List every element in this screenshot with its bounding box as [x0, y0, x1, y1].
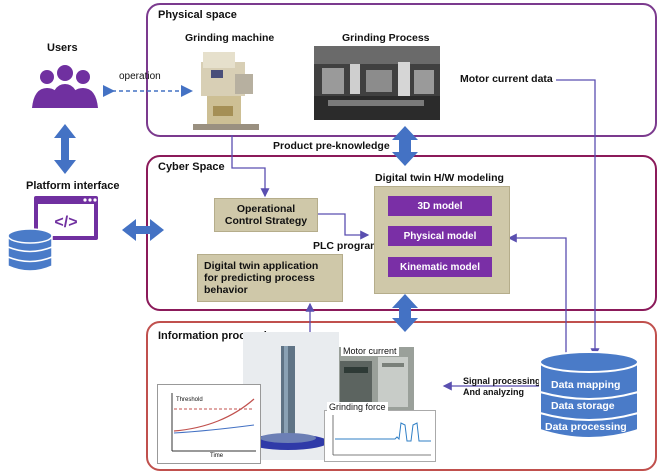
- digital-twin-modeling-title: Digital twin H/W modeling: [375, 172, 504, 184]
- digital-twin-application-box: Digital twin application for predicting …: [197, 254, 343, 302]
- model-3d: 3D model: [388, 196, 492, 216]
- operation-label: operation: [119, 71, 161, 82]
- physical-space-title: Physical space: [158, 9, 237, 21]
- product-pre-knowledge-label: Product pre-knowledge: [273, 140, 390, 152]
- threshold-chart: Threshold Time: [157, 384, 261, 464]
- database-to-twin-line: [507, 233, 567, 360]
- control-to-twin-line: [316, 213, 370, 240]
- platform-interface-label: Platform interface: [26, 180, 120, 192]
- grinding-process-image: [314, 46, 440, 120]
- model-kinematic: Kinematic model: [388, 257, 492, 277]
- signal-processing-label: Signal processing And analyzing: [463, 376, 541, 397]
- data-mapping-label: Data mapping: [551, 379, 621, 391]
- physical-cyber-arrow: [392, 126, 418, 166]
- grinding-machine-image: [193, 48, 259, 130]
- machine-to-control-line: [231, 135, 270, 198]
- grinding-process-label: Grinding Process: [342, 32, 430, 44]
- model-physical: Physical model: [388, 226, 492, 246]
- platform-cyber-arrow: [122, 219, 164, 241]
- time-caption: Time: [210, 453, 224, 459]
- grinding-force-chart: [324, 410, 436, 462]
- motor-to-database-line: [556, 79, 600, 358]
- grinding-machine-label: Grinding machine: [185, 32, 275, 44]
- motor-current-data-label: Motor current data: [460, 73, 553, 85]
- grinding-force-caption: Grinding force: [327, 402, 388, 412]
- cyber-info-arrow: [392, 294, 418, 332]
- operational-control-strategy-box: Operational Control Strategy: [214, 198, 318, 232]
- threshold-caption: Threshold: [176, 397, 203, 403]
- plc-program-label: PLC program: [313, 240, 380, 252]
- data-storage-label: Data storage: [551, 400, 615, 412]
- users-platform-arrow: [54, 124, 76, 174]
- motor-current-caption: Motor current: [341, 346, 399, 356]
- cyber-space-title: Cyber Space: [158, 161, 225, 173]
- data-processing-label: Data processing: [545, 421, 627, 433]
- users-label: Users: [47, 42, 78, 54]
